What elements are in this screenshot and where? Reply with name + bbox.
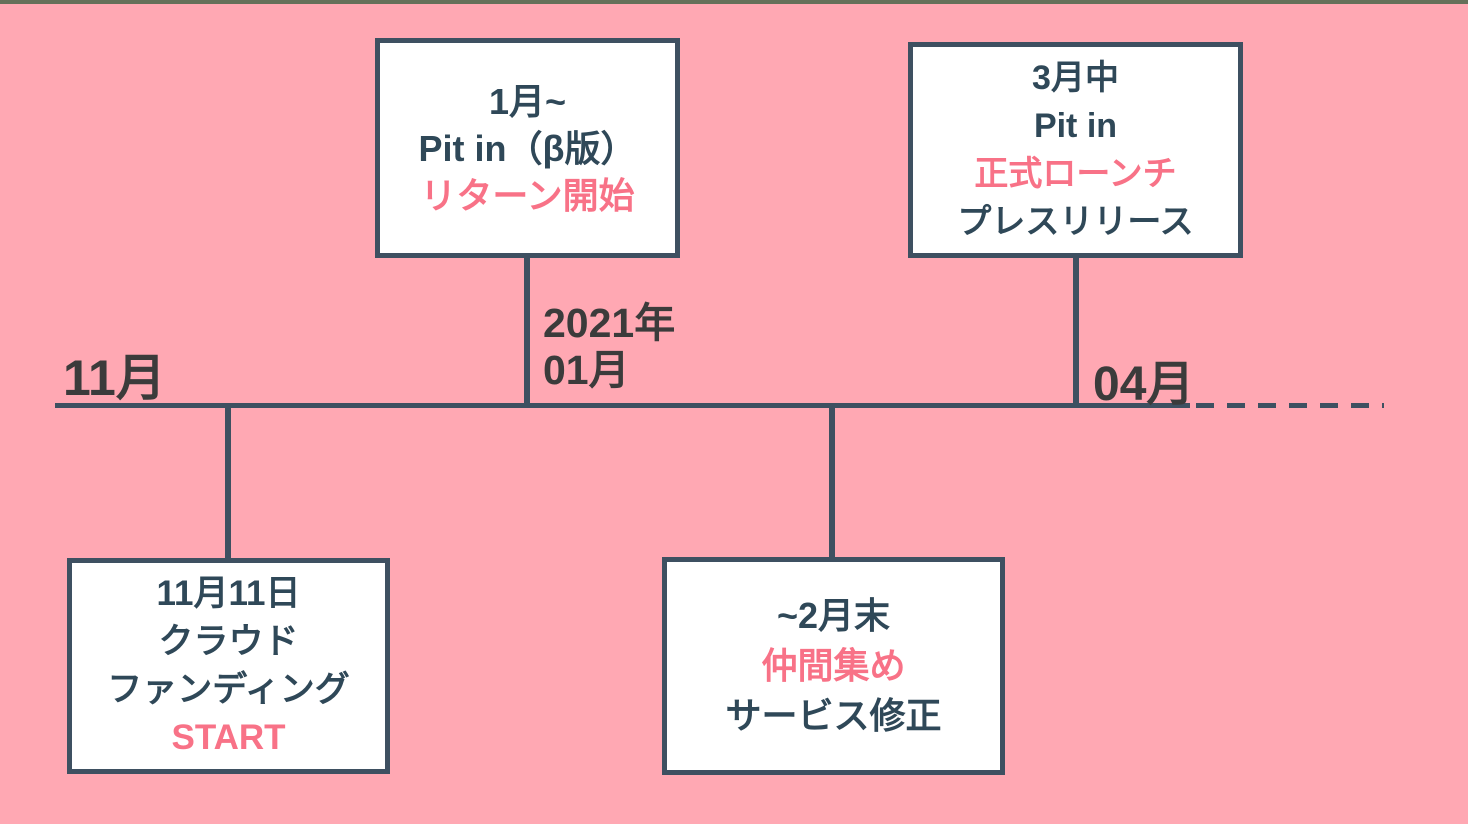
connector-crowdfunding — [225, 405, 231, 561]
event-line: Pit in（β版） — [418, 127, 637, 169]
timeline-label-january-2021: 2021年 01月 — [543, 300, 675, 394]
event-line-accent: 仲間集め — [761, 645, 906, 686]
event-box-beta-return: 1月~ Pit in（β版） リターン開始 — [375, 38, 680, 258]
event-line: Pit in — [1033, 107, 1118, 145]
timeline-axis-dashed-continuation — [1196, 403, 1384, 408]
timeline-label-month: 01月 — [543, 347, 630, 393]
event-box-team-building: ~2月末 仲間集め サービス修正 — [662, 557, 1005, 775]
event-line-accent: START — [171, 718, 286, 757]
timeline-label-text: 11月 — [63, 350, 166, 406]
event-line: 3月中 — [1032, 59, 1119, 97]
event-box-crowdfunding-start: 11月11日 クラウド ファンディング START — [67, 558, 390, 774]
event-line: 1月~ — [488, 80, 567, 122]
event-line: プレスリリース — [957, 203, 1194, 241]
event-line-accent: リターン開始 — [420, 174, 635, 216]
connector-team-building — [829, 405, 835, 560]
event-line: 11月11日 — [156, 574, 301, 613]
connector-beta-return — [524, 255, 530, 408]
event-line: ファンディング — [107, 670, 350, 709]
event-box-official-launch: 3月中 Pit in 正式ローンチ プレスリリース — [908, 42, 1243, 258]
event-line: クラウド — [158, 622, 299, 661]
event-line: サービス修正 — [725, 695, 942, 736]
window-top-edge — [0, 0, 1468, 4]
timeline-label-year: 2021年 — [543, 300, 676, 346]
timeline-label-text: 04月 — [1093, 358, 1195, 411]
timeline-axis — [55, 403, 1190, 408]
timeline-label-april: 04月 — [1093, 344, 1194, 414]
event-line-accent: 正式ローンチ — [974, 155, 1177, 193]
timeline-label-november: 11月 — [63, 338, 166, 410]
event-line: ~2月末 — [776, 595, 891, 636]
connector-official-launch — [1073, 255, 1079, 408]
